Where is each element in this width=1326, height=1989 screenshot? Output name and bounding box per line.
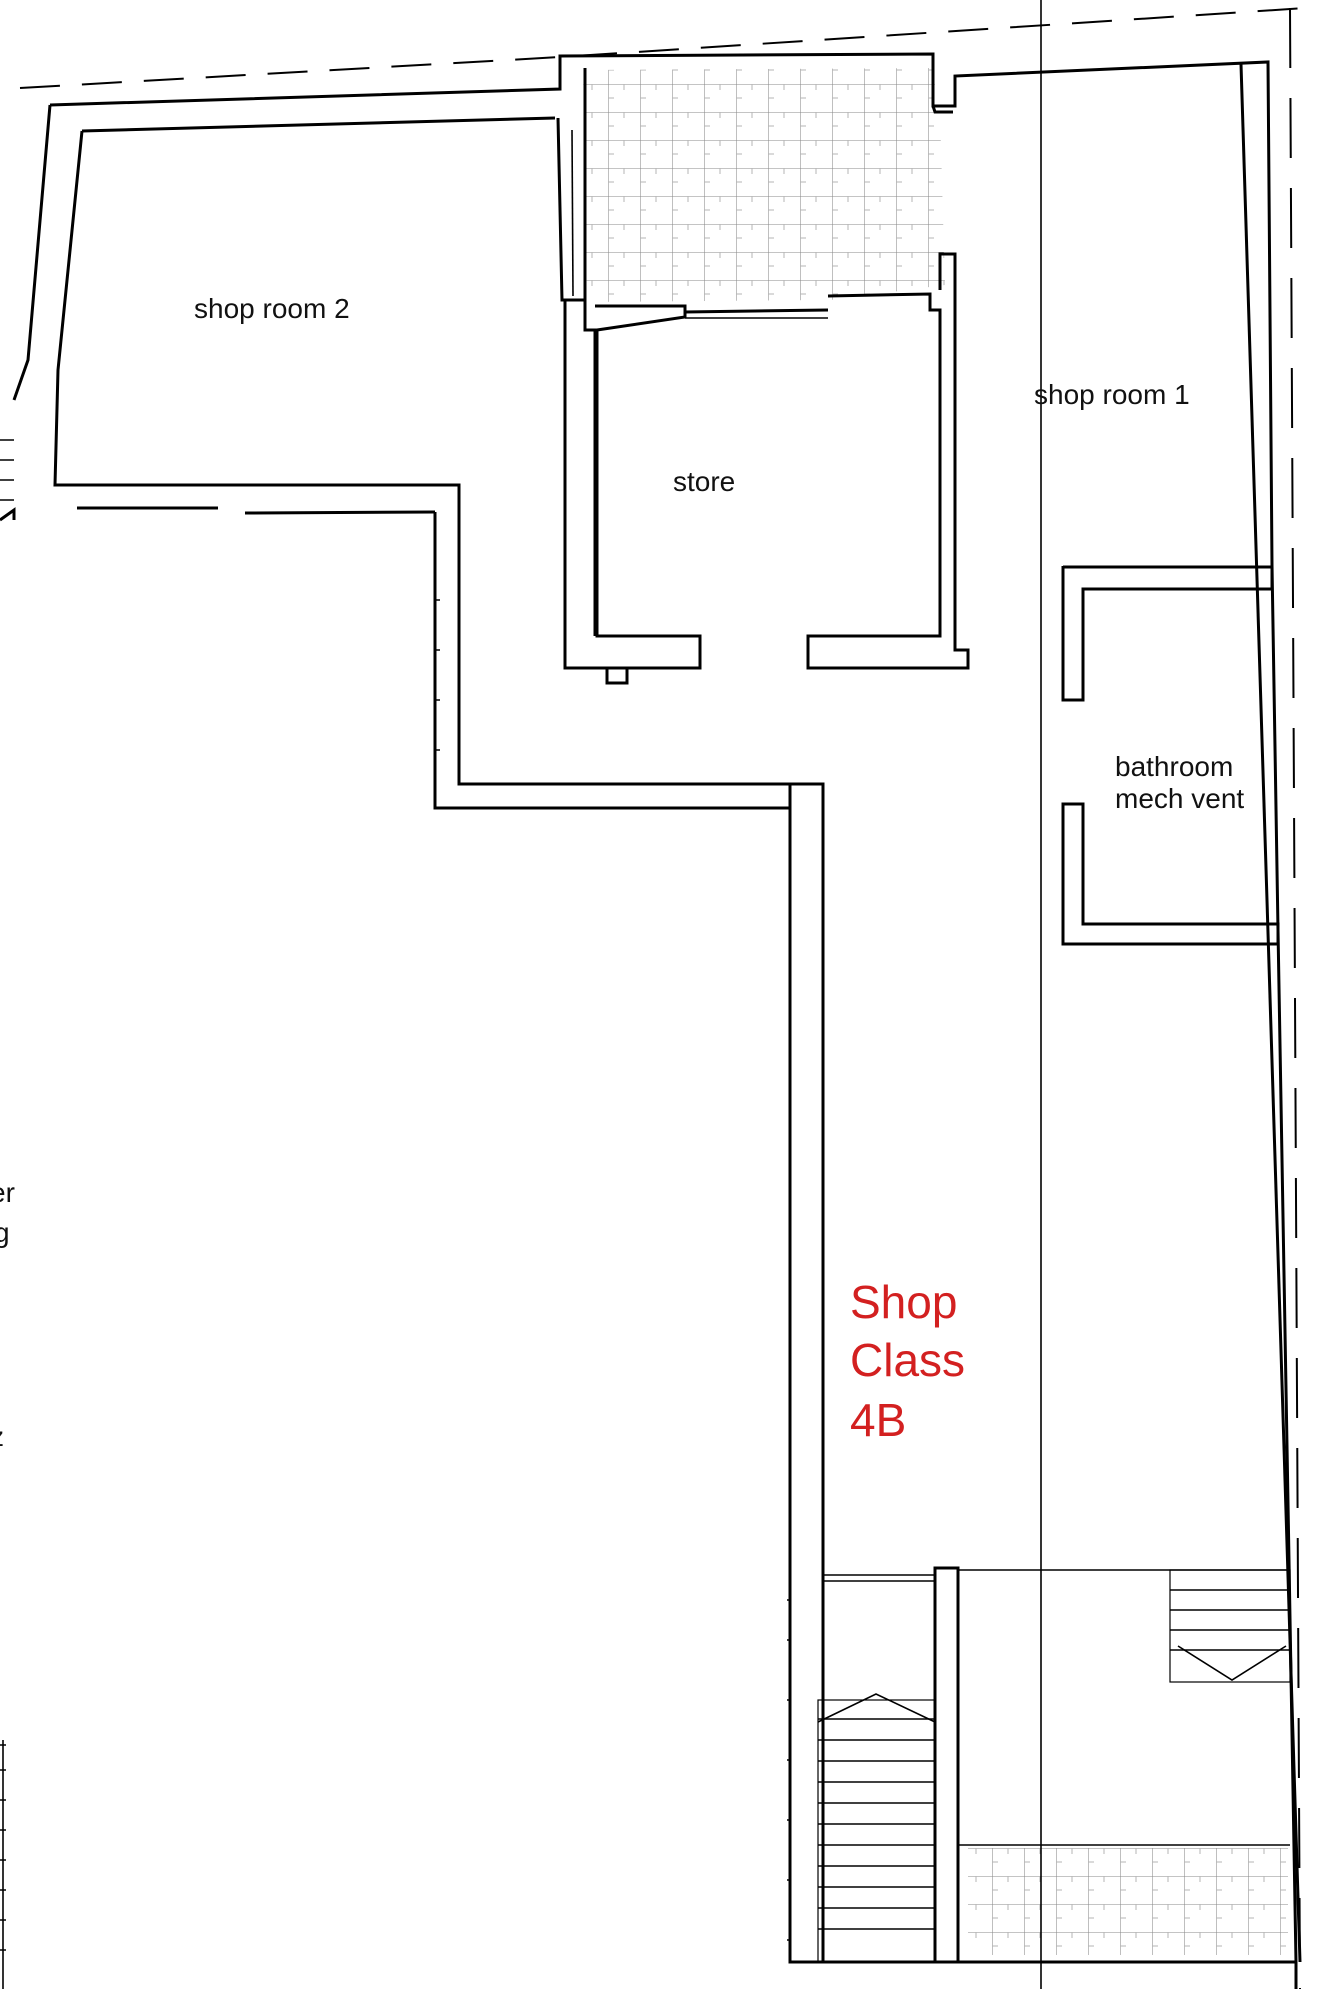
left-margin-stairs — [0, 439, 14, 1989]
bottom-tiles — [968, 1848, 1288, 1955]
margin-fragment-3: z — [0, 1421, 4, 1452]
thin-lines — [571, 0, 1290, 1989]
label-bathroom: bathroom — [1115, 751, 1233, 782]
label-shop-class-line3: 4B — [850, 1394, 906, 1446]
label-shop-room-2: shop room 2 — [194, 293, 350, 324]
margin-fragment-1: er — [0, 1177, 15, 1208]
label-mech-vent: mech vent — [1115, 783, 1244, 814]
stairs-right — [1169, 1569, 1291, 1683]
label-shop-room-1: shop room 1 — [1034, 379, 1190, 410]
stairs-left — [817, 1693, 936, 1963]
margin-fragment-2: g — [0, 1217, 10, 1248]
outer-walls — [0, 52, 1302, 1989]
label-store: store — [673, 466, 735, 497]
tick-marks — [434, 599, 791, 1941]
label-shop-class-line1: Shop — [850, 1276, 957, 1328]
inner-walls — [556, 68, 1280, 1964]
site-boundary — [19, 7, 1307, 1989]
courtyard-tiles — [583, 68, 945, 302]
label-shop-class-line2: Class — [850, 1334, 965, 1386]
